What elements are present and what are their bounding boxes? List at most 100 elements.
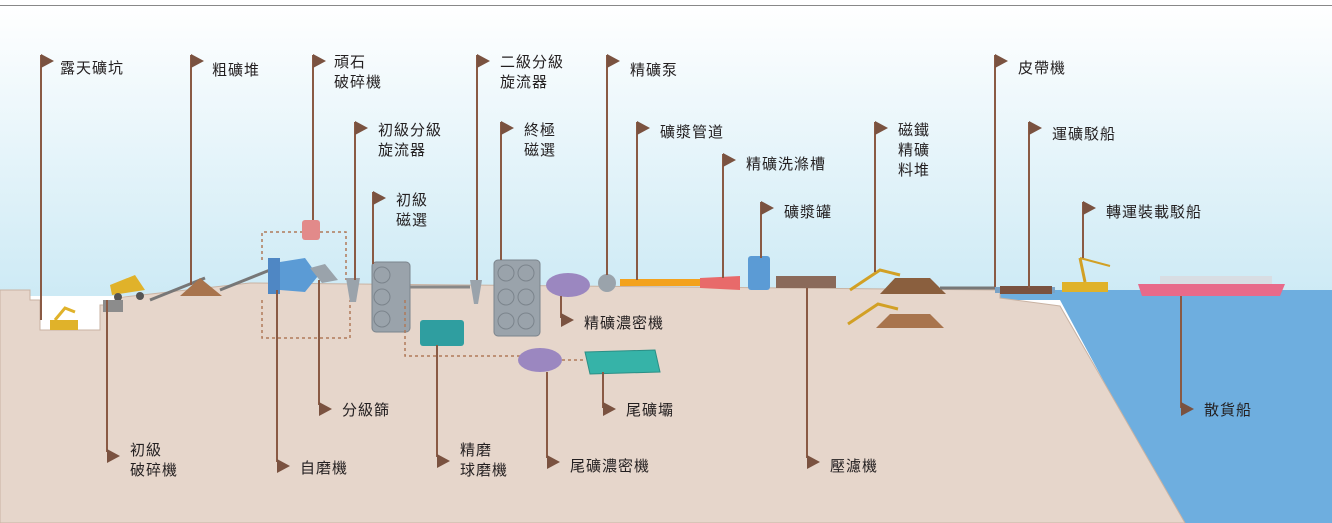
filter-press-icon: [776, 276, 836, 288]
label-conc-pump: 精礦泵: [630, 61, 679, 79]
label-primary-cyclone: 初級分級 旋流器: [378, 121, 443, 159]
label-slurry-pipeline: 礦漿管道: [660, 123, 725, 141]
flag-final-magsep: [501, 121, 514, 135]
leader-filter-press: [806, 288, 808, 458]
flag-bulk-carrier: [1181, 402, 1194, 416]
regrind-loop: [404, 300, 520, 357]
flag-washing-tank: [723, 153, 736, 167]
flag-conc-pump: [607, 54, 620, 68]
slurry-tank-icon: [748, 256, 770, 290]
leader-conc-pump: [606, 55, 608, 275]
flag-conc-thickener: [561, 313, 574, 327]
leader-pebble-crusher: [312, 55, 314, 220]
flag-coarse-ore: [191, 54, 204, 68]
flag-conveyor: [995, 54, 1008, 68]
flag-ag-mill: [277, 459, 290, 473]
label-secondary-cyclone: 二級分級 旋流器: [500, 53, 565, 91]
haul-truck-icon: [103, 275, 145, 312]
leader-slurry-pipeline: [636, 122, 638, 280]
label-primary-crusher: 初級 破碎機: [130, 441, 179, 479]
concentrate-pump-icon: [598, 274, 616, 292]
leader-ore-barge: [1028, 122, 1030, 288]
label-transhipment: 轉運裝載駁船: [1106, 203, 1203, 221]
magnetite-pile-lower: [876, 314, 944, 328]
leader-tailings-thickener: [546, 372, 548, 458]
label-washing-tank: 精礦洗滌槽: [746, 155, 827, 173]
stacker-icon: [847, 268, 901, 326]
flag-magnetite-pile: [875, 121, 888, 135]
label-ball-mill: 精磨 球磨機: [460, 441, 509, 479]
final-magsep-icon: [493, 259, 541, 337]
leader-washing-tank: [722, 154, 724, 278]
tailings-dam-icon: [584, 349, 661, 375]
flag-filter-press: [807, 455, 820, 469]
transhipment-barge-icon: [1062, 257, 1111, 292]
washing-tank-icon: [700, 276, 740, 290]
flag-primary-cyclone: [355, 121, 368, 135]
label-filter-press: 壓濾機: [830, 457, 879, 475]
leader-ball-mill: [436, 345, 438, 457]
screen-icon: [310, 264, 338, 283]
label-pebble-crusher: 頑石 破碎機: [334, 53, 383, 91]
leader-slurry-tank: [760, 202, 762, 258]
leader-open-pit: [40, 55, 42, 320]
label-final-magsep: 終極 磁選: [524, 121, 557, 159]
slurry-pipeline: [620, 279, 700, 286]
label-bulk-carrier: 散貨船: [1204, 401, 1253, 419]
ore-barge-icon: [1000, 286, 1052, 294]
label-open-pit: 露天礦坑: [60, 59, 125, 77]
label-conveyor: 皮帶機: [1018, 59, 1067, 77]
leader-bulk-carrier: [1180, 296, 1182, 408]
pebble-crusher-icon: [302, 220, 320, 240]
leader-tailings-dam: [602, 372, 604, 408]
leader-conc-thickener: [560, 296, 562, 318]
conveyor-2: [219, 268, 271, 292]
sea: [995, 290, 1332, 523]
flag-tailings-dam: [603, 402, 616, 416]
leader-transhipment: [1082, 202, 1084, 258]
leader-ag-mill: [276, 290, 278, 462]
top-rule: [0, 5, 1332, 6]
flag-ball-mill: [437, 454, 450, 468]
leader-conveyor: [994, 55, 996, 287]
label-primary-magsep: 初級 磁選: [396, 191, 429, 229]
label-tailings-dam: 尾礦壩: [626, 401, 675, 419]
flag-primary-magsep: [373, 191, 386, 205]
label-ore-barge: 運礦駁船: [1052, 125, 1117, 143]
leader-screen: [318, 280, 320, 405]
ball-mill-icon: [420, 320, 464, 346]
leader-coarse-ore: [190, 55, 192, 285]
recycle-loop: [261, 231, 347, 280]
coarse-ore-pile: [180, 278, 222, 296]
primary-cyclone-icon: [346, 278, 360, 302]
flag-slurry-pipeline: [637, 121, 650, 135]
flag-open-pit: [41, 54, 54, 68]
flag-primary-crusher: [107, 449, 120, 463]
label-slurry-tank: 礦漿罐: [784, 203, 833, 221]
flag-slurry-tank: [761, 201, 774, 215]
leader-primary-crusher: [106, 300, 108, 452]
flag-secondary-cyclone: [477, 54, 490, 68]
magnetite-pile-upper: [880, 278, 946, 294]
sky: [0, 6, 1332, 296]
bulk-carrier-icon: [1138, 276, 1285, 296]
concentrate-thickener-icon: [546, 273, 590, 297]
excavator-icon: [50, 306, 78, 330]
flag-tailings-thickener: [547, 455, 560, 469]
ag-mill-icon: [268, 258, 318, 294]
label-ag-mill: 自磨機: [300, 459, 349, 477]
flag-pebble-crusher: [313, 54, 326, 68]
label-coarse-ore: 粗礦堆: [212, 61, 261, 79]
mill-return-loop: [261, 300, 351, 339]
leader-magnetite-pile: [874, 122, 876, 272]
flag-screen: [319, 402, 332, 416]
label-tailings-thickener: 尾礦濃密機: [570, 457, 651, 475]
flag-ore-barge: [1029, 121, 1042, 135]
leader-primary-cyclone: [354, 122, 356, 280]
secondary-cyclone-icon: [470, 280, 482, 304]
flag-transhipment: [1083, 201, 1096, 215]
conveyor-1: [149, 276, 206, 302]
label-screen: 分級篩: [342, 401, 391, 419]
